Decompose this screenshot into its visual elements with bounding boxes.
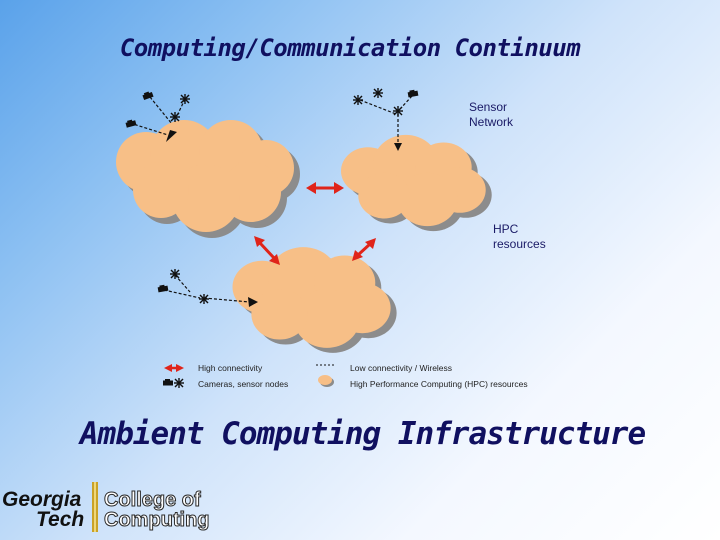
legend-hpc-symbol xyxy=(318,375,334,387)
legend-sensor-symbol xyxy=(163,377,185,389)
sensor-node-group-bottom xyxy=(157,268,210,305)
slide-subtitle: Ambient Computing Infrastructure xyxy=(79,416,646,452)
logo-georgia: Georgia xyxy=(2,488,82,511)
logo-tech: Tech xyxy=(36,508,85,531)
legend-hpc: High Performance Computing (HPC) resourc… xyxy=(350,379,528,389)
label-hpc-resources: HPC resources xyxy=(493,222,546,252)
sensor-node-group-right xyxy=(352,87,419,117)
wireless-arrowheads xyxy=(166,130,402,307)
logo-divider-icon xyxy=(92,482,98,532)
legend-low-connectivity: Low connectivity / Wireless xyxy=(350,363,453,373)
label-sensor-network: Sensor Network xyxy=(469,100,513,130)
label-sensor-network-line1: Sensor xyxy=(469,100,508,114)
label-sensor-network-line2: Network xyxy=(469,115,514,129)
cloud-bottom xyxy=(232,247,397,353)
logo-college-of: College of xyxy=(104,489,202,512)
label-hpc-line1: HPC xyxy=(493,222,519,236)
label-hpc-line2: resources xyxy=(493,237,546,251)
legend-high-connectivity: High connectivity xyxy=(198,363,263,373)
georgia-tech-college-of-computing-logo: Georgia Tech College of Computing xyxy=(0,478,215,536)
legend-sensor-nodes: Cameras, sensor nodes xyxy=(198,379,289,389)
high-connectivity-arrows xyxy=(254,182,376,265)
cloud-right xyxy=(341,134,492,232)
slide-title: Computing/Communication Continuum xyxy=(119,34,581,62)
continuum-diagram xyxy=(116,87,492,389)
cloud-left xyxy=(116,120,300,238)
logo-computing: Computing xyxy=(104,509,211,532)
legend-high-connectivity-symbol xyxy=(164,364,184,372)
